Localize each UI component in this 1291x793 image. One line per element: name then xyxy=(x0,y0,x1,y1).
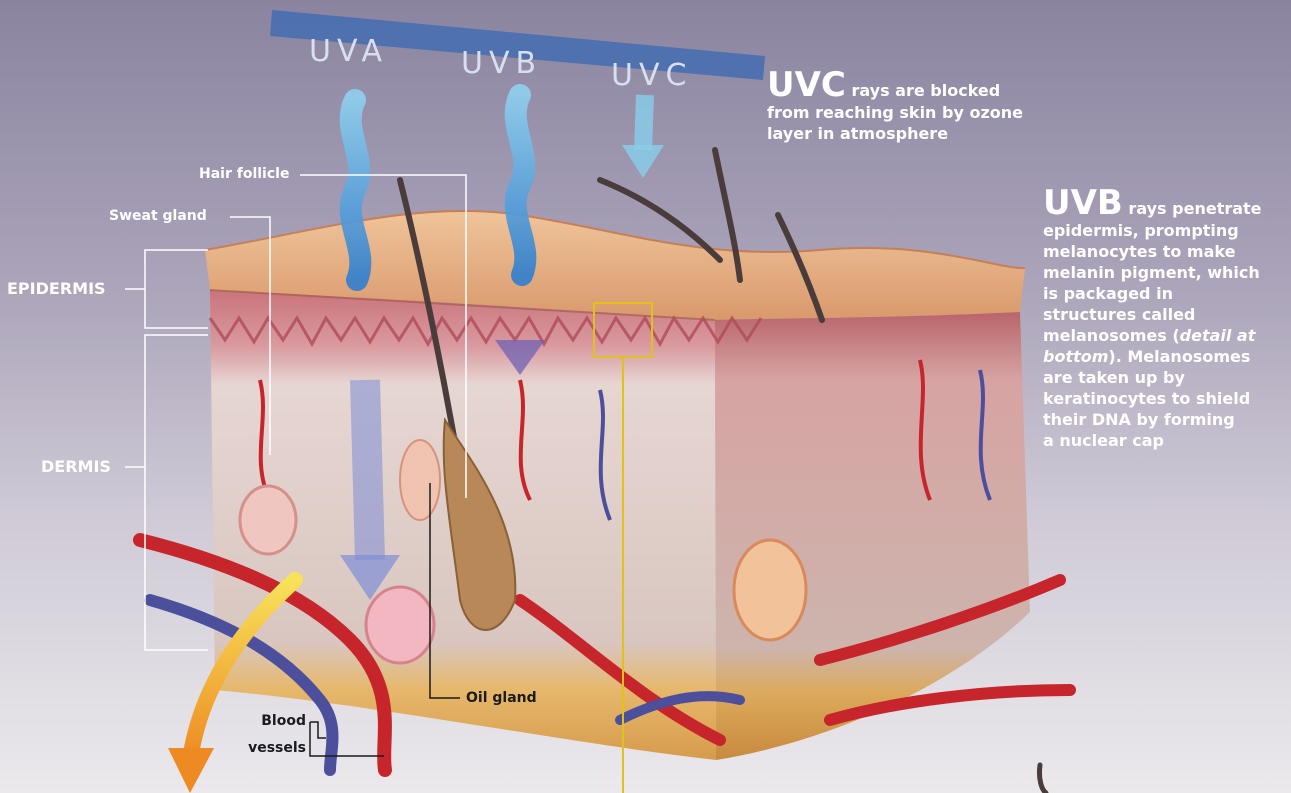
uvb-tail-4: a nuclear cap xyxy=(1043,430,1288,451)
oil-gland-label: Oil gland xyxy=(466,690,537,706)
uvc-lead: rays are blocked xyxy=(851,81,1000,100)
uvb-tail-1: are taken up by xyxy=(1043,367,1288,388)
uvb-lead: rays penetrate xyxy=(1128,199,1261,218)
blood-label: Blood xyxy=(258,713,306,729)
uvb-tail-3: their DNA by forming xyxy=(1043,409,1288,430)
uva-ray xyxy=(351,100,361,280)
dermis-label: DERMIS xyxy=(41,457,111,476)
uvc-note: UVC rays are blocked from reaching skin … xyxy=(767,68,1067,144)
uvc-ray xyxy=(643,95,645,150)
uvb-note: UVB rays penetrate epidermis, prompting … xyxy=(1043,186,1288,451)
uvc-arrowhead xyxy=(622,145,664,178)
uvc-label: UVC xyxy=(611,58,692,93)
blood-leader-lower xyxy=(310,722,384,756)
uvc-line-1: from reaching skin by ozone xyxy=(767,102,1067,123)
uvb-ray xyxy=(516,95,526,275)
deep-arrowhead xyxy=(168,748,214,793)
uvc-line-2: layer in atmosphere xyxy=(767,123,1067,144)
uvb-after-bottom: ). Melanosomes xyxy=(1108,347,1250,366)
uvb-heading: UVB xyxy=(1043,183,1123,223)
uvb-tail-2: keratinocytes to shield xyxy=(1043,388,1288,409)
uvb-line-5: structures called xyxy=(1043,304,1288,325)
uvb-line-3: melanin pigment, which xyxy=(1043,262,1288,283)
uvb-line-melanosomes: melanosomes ( xyxy=(1043,326,1180,345)
uvc-heading: UVC xyxy=(767,65,846,105)
sweat-gland-label: Sweat gland xyxy=(109,208,207,224)
uvb-line-2: melanocytes to make xyxy=(1043,241,1288,262)
epidermis-bracket xyxy=(145,250,208,328)
uvb-detail-at: detail at xyxy=(1180,326,1256,345)
epidermis-label: EPIDERMIS xyxy=(7,279,106,298)
uvb-line-1: epidermis, prompting xyxy=(1043,220,1288,241)
uva-label: UVA xyxy=(309,34,388,69)
uvb-label: UVB xyxy=(461,46,542,81)
blood-leader-upper xyxy=(310,722,326,738)
uvb-bottom: bottom xyxy=(1043,347,1108,366)
uvb-line-4: is packaged in xyxy=(1043,283,1288,304)
vessels-label: vessels xyxy=(246,740,306,756)
hair-follicle-label: Hair follicle xyxy=(199,166,289,182)
